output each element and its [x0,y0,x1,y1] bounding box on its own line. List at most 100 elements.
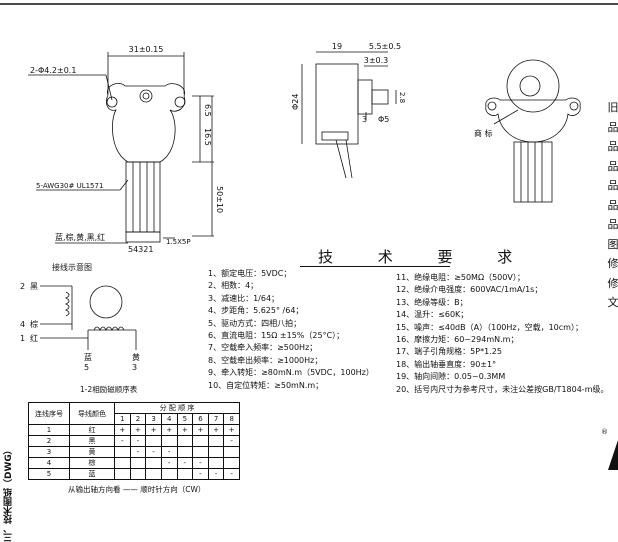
req-item: 15、噪声：≤40dB（A）（100Hz，空载，10cm）； [396,322,583,332]
req-item: 9、牵入转矩：≥80mN.m（5VDC，100Hz） [208,368,374,378]
label-view [485,59,581,203]
req-item: 6、直流电阻：15Ω ±15%（25°C）； [208,330,345,340]
row-num: 4 [28,457,70,469]
row-color: 黑 [69,435,115,447]
sequence-cell: - [192,468,209,480]
wire-colors: 蓝,棕,黄,黑,红 [55,232,105,242]
wire-label-black: 黑 [30,282,38,291]
dim-3: 3±0.3 [364,56,389,65]
edge-char: 品 [607,120,618,134]
row-color: 棕 [69,457,115,469]
dim-16-5: 16.5 [203,128,212,146]
req-item: 7、空载牵入频率：≥500Hz； [208,343,318,353]
sequence-cell: - [207,468,225,480]
col-header-color: 导线颜色 [69,402,115,425]
wire-label-blue: 蓝 [84,352,92,362]
req-item: 8、空载牵出频率：≥1000Hz； [208,355,323,365]
edge-char: 品 [607,179,618,192]
sequence-cell [129,457,147,469]
dim-width: 31±0.15 [129,45,164,54]
front-view [28,52,214,244]
sequence-cell [129,468,147,480]
sequence-cell [207,435,225,447]
edge-char: 图 [607,237,618,251]
req-item: 3、减速比：1/64； [208,293,280,303]
sequence-cell: - [223,435,240,447]
sequence-cell [145,435,162,447]
dim-5-5: 5.5±0.5 [369,42,401,51]
sequence-cell [223,446,240,458]
req-item: 5、驱动方式：四相八拍； [208,318,302,328]
step-header: 1 [114,413,131,425]
direction-note: 从输出轴方向看 —— 顺时针方向（CW） [68,485,206,494]
dim-2-8: 2.8 [398,92,406,103]
sequence-cell [207,457,225,469]
sequence-cell: - [176,457,194,469]
sequence-cell [114,468,131,480]
sequence-cell [207,446,225,458]
step-header: 3 [145,413,162,425]
sequence-cell: - [145,446,162,458]
sequence-cell [176,446,194,458]
req-item: 13、绝缘等级：B； [396,297,468,307]
registered-mark: ® [601,428,608,436]
sequence-cell: - [160,457,178,469]
row-color: 红 [69,424,115,436]
sequence-cell: - [129,446,147,458]
dim-shaft-3: 3 [362,115,367,124]
req-item: 11、绝缘电阻：≥50MΩ（500V）； [396,273,525,282]
step-header: 5 [176,413,194,425]
dim-shaft-5: Φ5 [378,115,389,124]
sequence-cell [176,468,194,480]
wire-num-1: 1 [20,334,25,343]
wiring-title: 接线示意图 [52,262,92,272]
wire-label-brown: 棕 [30,319,38,329]
row-num: 3 [28,446,70,458]
wire-label-red: 红 [30,333,38,343]
sequence-cell: - [223,468,240,480]
sequence-cell [160,468,178,480]
step-header: 6 [192,413,209,425]
wire-num-2: 2 [20,282,25,291]
connector-spec: 1.5X5P [166,238,191,246]
sequence-cell [160,435,178,447]
sequence-cell: + [207,424,225,436]
wire-spec: 5-AWG30# UL1571 [36,182,103,190]
req-item: 10、自定位转矩：≥50mN.m； [208,380,324,390]
row-num: 2 [28,435,70,447]
side-view [301,51,397,179]
req-item: 1、额定电压：5VDC； [208,269,292,278]
req-item: 12、绝缘介电强度：600VAC/1mA/1s； [396,285,543,295]
edge-char: 修 [607,276,618,290]
requirements-title: 技 术 要 求 [318,248,533,266]
sequence-cell [176,435,194,447]
edge-char: 品 [607,198,618,212]
wire-label-yellow: 黄 [132,352,140,362]
pin-numbers: 54321 [128,245,153,254]
sequence-cell: + [129,424,147,436]
edge-char: 品 [607,140,618,153]
sequence-cell: - [192,457,209,469]
sequence-cell [145,468,162,480]
req-item: 14、温升：≤60K； [396,310,469,320]
dim-holes: 2-Φ4.2±0.1 [30,66,76,75]
step-header: 7 [207,413,225,425]
sequence-cell [114,457,131,469]
sequence-cell: - [114,435,131,447]
sequence-cell: + [145,424,162,436]
sequence-cell [145,457,162,469]
dim-dia-24: Φ24 [291,94,300,110]
sequence-cell [192,446,209,458]
req-item: 18、输出轴垂直度：90±1° [396,359,497,369]
section-label: 三、技术图纸（DWG） [4,445,14,542]
sequence-cell [192,435,209,447]
sequence-cell: - [160,446,178,458]
wire-num-3: 3 [132,363,137,372]
edge-char: 品 [607,218,618,231]
sequence-cell: + [160,424,178,436]
